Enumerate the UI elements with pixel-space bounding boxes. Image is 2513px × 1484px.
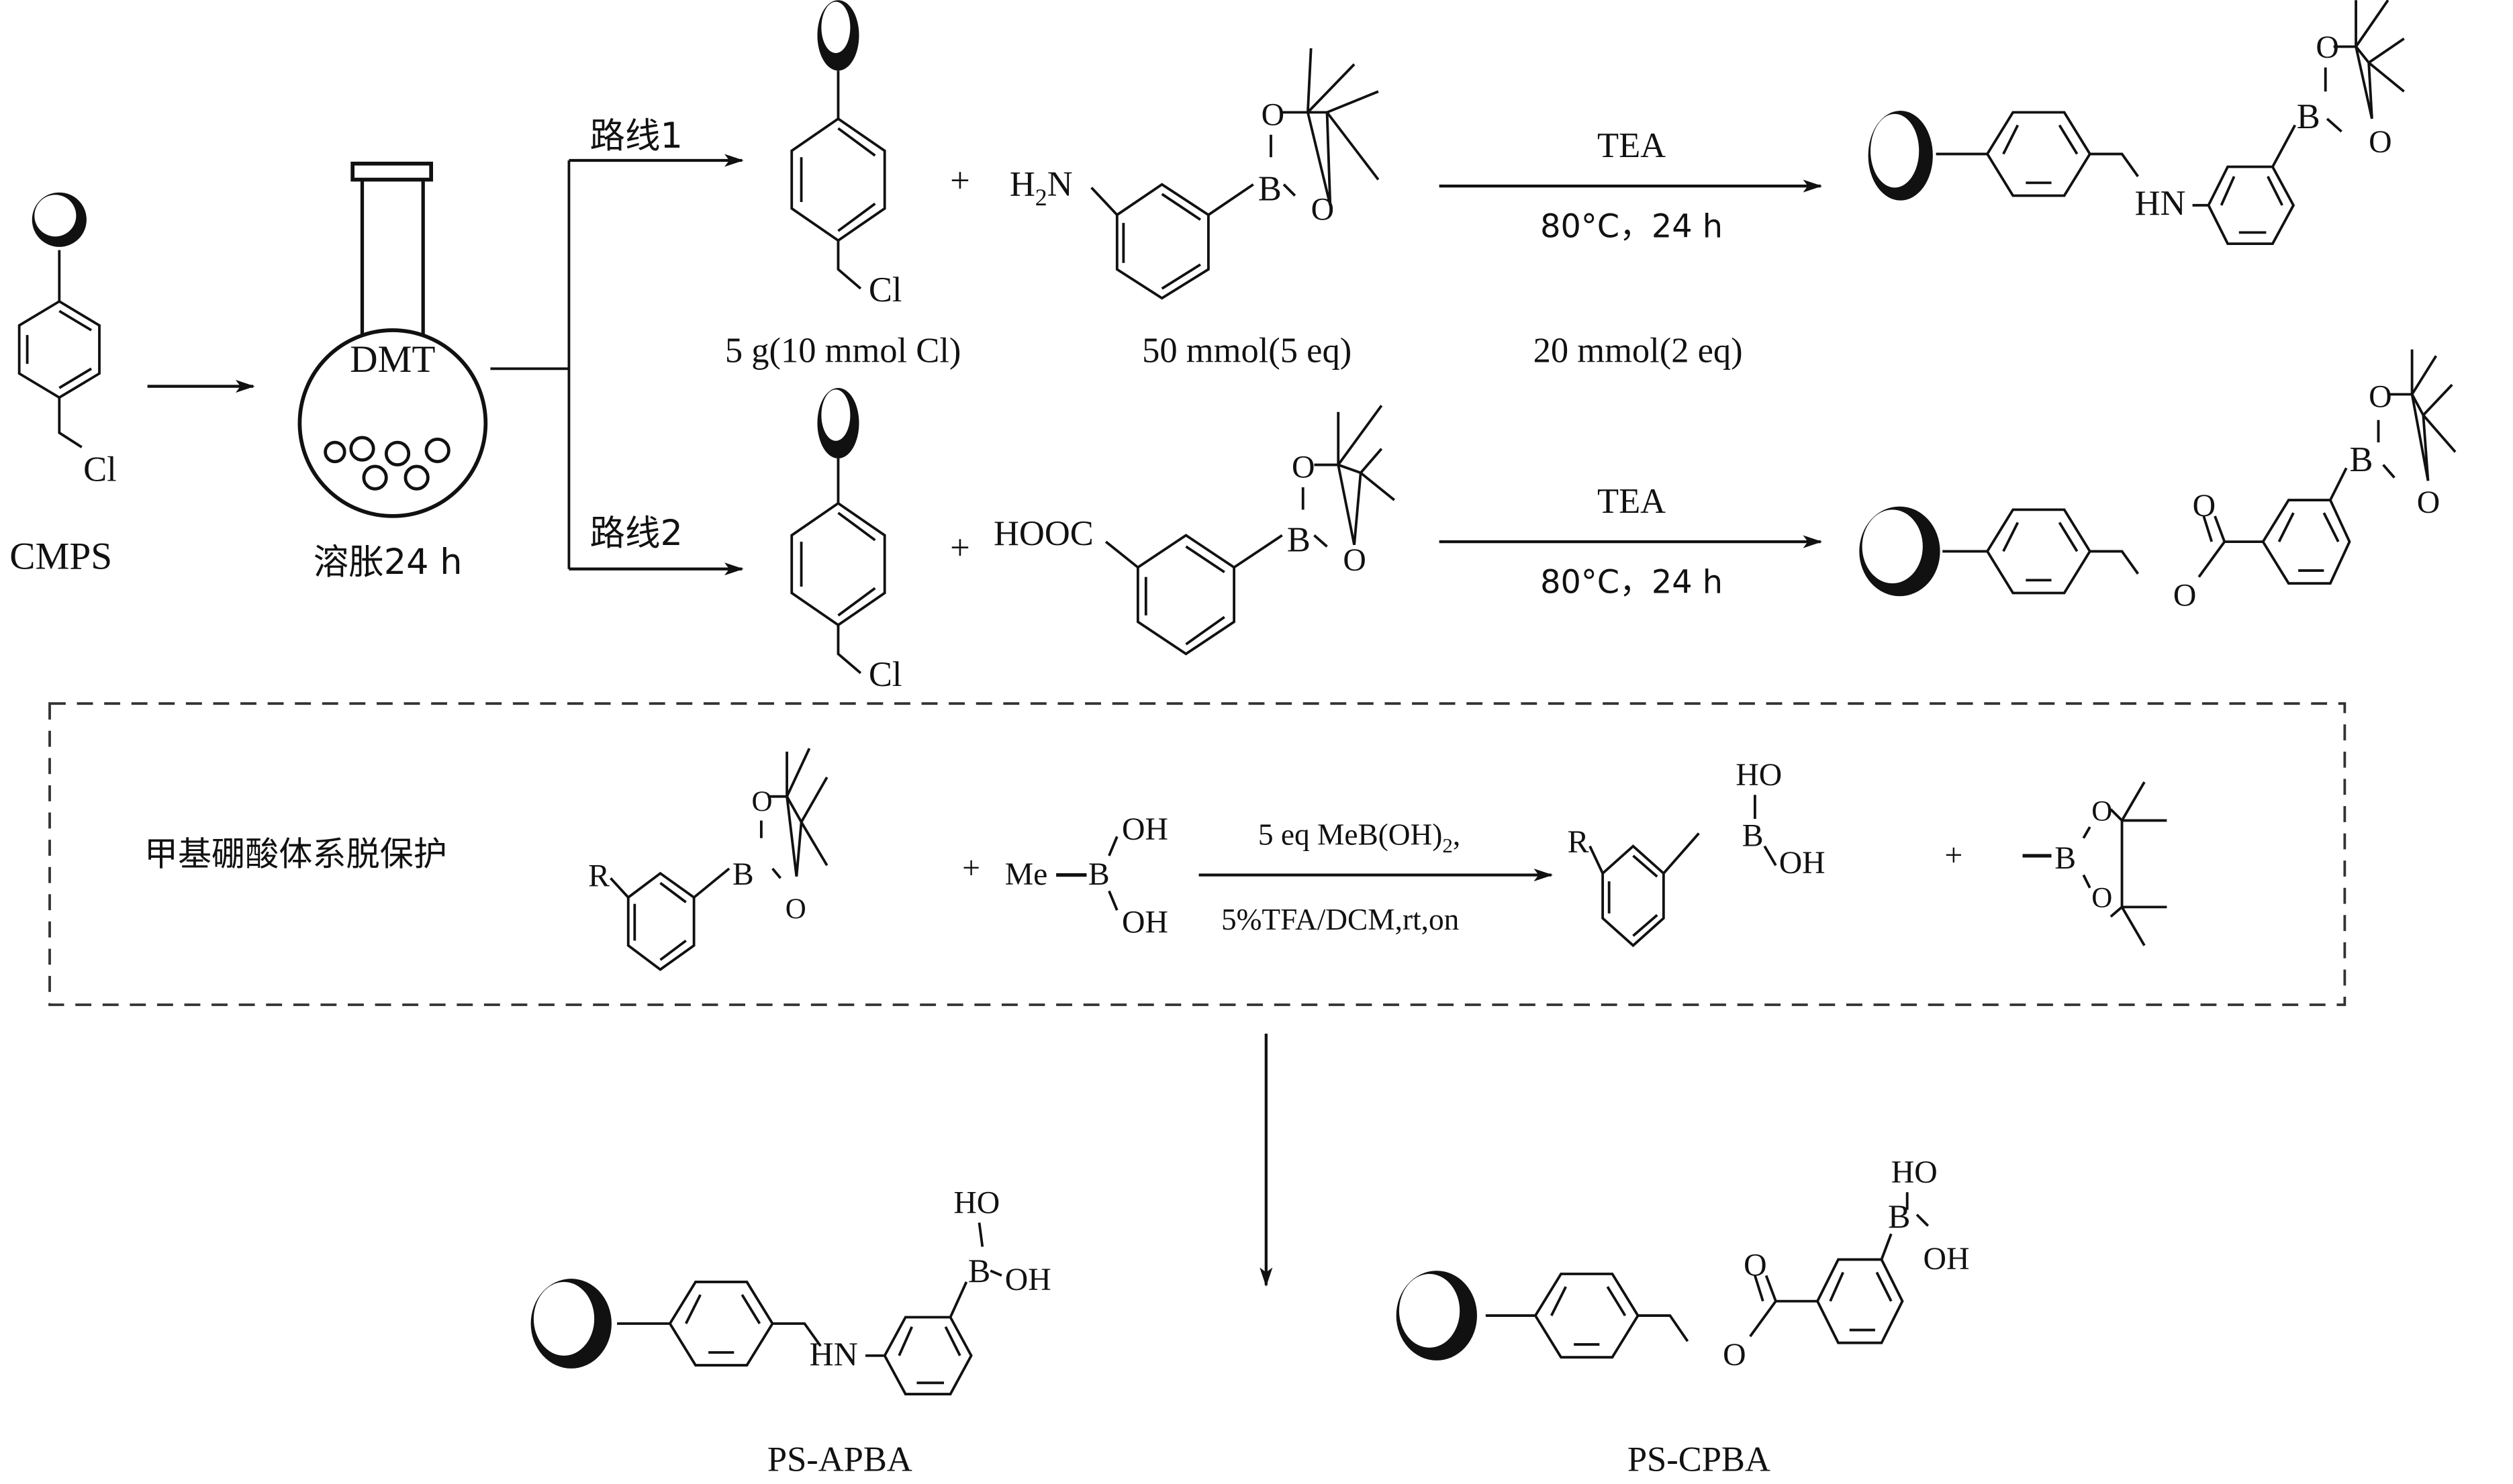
resin-beads-in-flask — [324, 436, 451, 491]
deprotection-plus-1: + — [962, 850, 980, 885]
oxygen-label: O — [2369, 124, 2391, 160]
carbonyl-oxygen-label: O — [1744, 1247, 1766, 1283]
cmps-structure: Cl CMPS — [9, 192, 117, 578]
route1-amine-group: H2N — [1010, 164, 1073, 210]
cmps-cl-label: Cl — [83, 450, 117, 489]
route1-resin-cl: Cl — [869, 270, 902, 309]
oxygen-label: O — [1343, 542, 1366, 578]
final-product-ps-apba: HN B HO OH PS-APBA — [530, 1185, 1051, 1479]
route2-carboxy-group: HOOC — [994, 514, 1094, 553]
carbonyl-oxygen-label: O — [2193, 488, 2216, 524]
flask-body — [297, 328, 488, 518]
branch-connector — [490, 160, 571, 569]
hydroxyl-label: HO — [1891, 1154, 1938, 1190]
cmps-label: CMPS — [9, 536, 112, 578]
boron-label: B — [2350, 440, 2373, 479]
route2-label: 路线2 — [589, 513, 682, 554]
amine-linker-label: HN — [809, 1335, 857, 1373]
route1-label: 路线1 — [589, 115, 682, 156]
ps-cpba-label: PS-CPBA — [1627, 1440, 1770, 1479]
boron-label: B — [1088, 856, 1110, 892]
route1-product: HN B O O — [1868, 0, 2405, 246]
resin-bead-icon — [1396, 1271, 1477, 1361]
ps-apba-label: PS-APBA — [767, 1440, 912, 1479]
boron-label: B — [732, 856, 754, 892]
route2-resin: Cl — [790, 387, 902, 694]
route1-plus: + — [950, 162, 970, 201]
boron-label: B — [1742, 818, 1764, 854]
boron-label: B — [1258, 170, 1282, 209]
r-group-label: R — [588, 858, 610, 893]
methylboronic-acid: Me B OH OH — [1005, 811, 1168, 940]
resin-bead-icon — [817, 0, 859, 71]
resin-bead-icon — [1868, 110, 1933, 201]
ester-oxygen-label: O — [1723, 1337, 1746, 1373]
methyl-pinacol-boronate: B O O — [2022, 781, 2167, 946]
flask-neck — [360, 179, 425, 337]
route1-resin-amount: 5 g(10 mmol Cl) — [725, 332, 961, 370]
route1-reagent-aminophenyl-bpin: H2N B O O — [1010, 48, 1380, 300]
route2-plus: + — [950, 528, 970, 567]
route2-product: O O B O O — [1859, 349, 2457, 613]
deprotection-substrate: R B O O — [588, 748, 828, 971]
hydroxyl-label: OH — [1779, 845, 1826, 881]
deprotection-plus-2: + — [1944, 837, 1962, 873]
deprotection-condition-top: 5 eq MeB(OH)2, — [1258, 818, 1460, 857]
hydroxyl-label: OH — [1924, 1241, 1970, 1277]
oxygen-label: O — [1292, 450, 1315, 485]
hydroxyl-label: OH — [1122, 905, 1168, 940]
route2-condition-top: TEA — [1597, 482, 1666, 521]
route2-reagent-carboxyphenyl-bpin: HOOC B O O — [994, 405, 1395, 656]
oxygen-label: O — [2091, 882, 2112, 913]
flask-stopper — [350, 161, 433, 182]
hydroxyl-label: HO — [1736, 757, 1782, 793]
route1-product-linker: HN — [2135, 184, 2186, 223]
deprotection-title: 甲基硼酸体系脱保护 — [144, 834, 447, 873]
hydroxyl-label: OH — [1122, 811, 1168, 847]
route2-condition-bottom: 80°C，24 h — [1540, 564, 1723, 601]
r-group-label: R — [1568, 824, 1589, 860]
route1-condition-top: TEA — [1597, 126, 1666, 165]
resin-bead-icon — [817, 387, 859, 458]
boron-label: B — [2297, 97, 2320, 136]
deprotection-box — [48, 702, 2346, 1006]
route1-reagent-amount: 50 mmol(5 eq) — [1142, 332, 1352, 370]
route1-base-amount: 20 mmol(2 eq) — [1533, 332, 1743, 370]
oxygen-label: O — [2369, 379, 2391, 415]
ester-oxygen-label: O — [2173, 578, 2196, 613]
hydroxyl-label: OH — [1005, 1262, 1051, 1297]
oxygen-label: O — [1262, 97, 1284, 132]
methyl-label: Me — [1005, 856, 1048, 892]
oxygen-label: O — [2417, 485, 2440, 520]
boron-label: B — [968, 1252, 990, 1289]
deprotection-condition-bottom: 5%TFA/DCM,rt,on — [1221, 903, 1459, 936]
resin-bead-icon — [1859, 506, 1940, 597]
oxygen-label: O — [786, 893, 806, 925]
oxygen-label: O — [2091, 795, 2112, 827]
final-product-ps-cpba: O O B HO OH PS-CPBA — [1396, 1154, 1970, 1479]
swelling-flask: DMT 溶胀24 h — [297, 161, 488, 583]
resin-bead-icon — [32, 192, 87, 247]
hydroxyl-label: HO — [953, 1185, 1000, 1220]
boron-label: B — [1287, 520, 1311, 559]
flask-solvent-label: DMT — [350, 338, 435, 381]
boron-label: B — [2054, 840, 2076, 876]
resin-bead-icon — [530, 1279, 612, 1369]
deprotection-product-boronic-acid: R HO B OH — [1568, 757, 1826, 948]
route2-resin-cl: Cl — [869, 655, 902, 694]
swelling-caption: 溶胀24 h — [314, 542, 463, 583]
oxygen-label: O — [752, 786, 773, 818]
route1-condition-bottom: 80°C，24 h — [1540, 209, 1723, 246]
route1-resin: Cl — [790, 0, 902, 309]
